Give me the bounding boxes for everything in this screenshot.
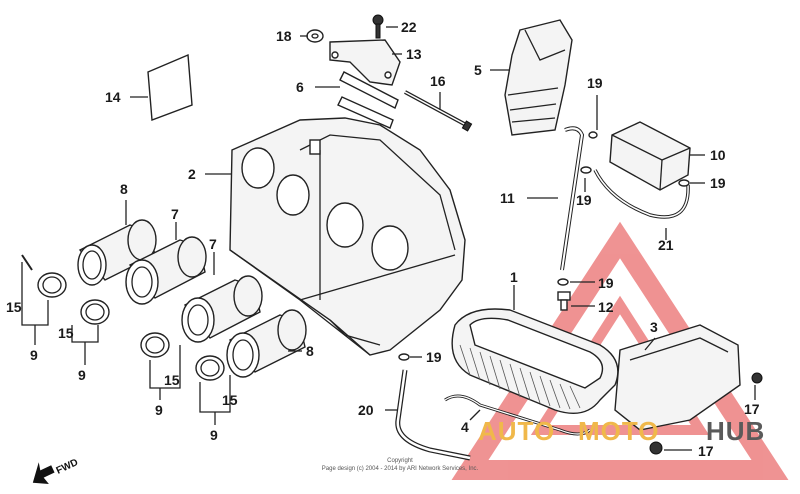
air-filter-element [451,308,619,414]
callout-7-upper: 7 [171,206,179,222]
bracket [329,39,401,86]
callout-19-mid: 19 [576,192,592,208]
resonator [609,121,691,191]
watermark-part-3: HUB [706,416,765,446]
callout-1: 1 [510,269,518,285]
watermark-text: AUTO MOTO HUB [478,416,765,446]
callout-15-c: 15 [164,372,180,388]
callout-9-b: 9 [78,367,86,383]
callout-21: 21 [658,237,674,253]
connecting-tube-8-upper [77,219,157,286]
callout-9-d: 9 [210,427,218,443]
callout-9-a: 9 [30,347,38,363]
callout-numbers: 22 18 13 5 14 6 16 19 2 10 19 8 11 19 7 … [6,19,760,459]
hose-21 [593,169,690,219]
clamp-9-b [80,299,110,325]
callout-2: 2 [188,166,196,182]
callout-4: 4 [461,419,469,435]
clamp-9-c [140,332,170,358]
clamp-9-a [21,254,67,298]
callout-15-b: 15 [58,325,74,341]
callout-20: 20 [358,402,374,418]
callout-15-a: 15 [6,299,22,315]
clip-19-e [398,353,410,361]
grommet-18 [306,29,324,43]
callout-17-right: 17 [744,401,760,417]
watermark-part-1: AUTO [478,416,555,446]
tube-6 [337,71,399,129]
callout-8-lower: 8 [306,343,314,359]
callout-6: 6 [296,79,304,95]
clip-19-b [580,166,592,174]
side-cover [614,324,741,431]
label-14 [147,53,193,121]
callout-5: 5 [474,62,482,78]
copyright-line-2: Page design (c) 2004 - 2014 by ARI Netwo… [322,466,479,472]
breather-tube [560,126,585,271]
forward-arrow-icon [32,462,55,485]
callout-7-lower: 7 [209,236,217,252]
copyright-line-1: Copyright [387,458,413,464]
callout-15-d: 15 [222,392,238,408]
clip-19-d [557,278,569,286]
clip-19-a [588,131,598,139]
callout-19-bottom: 19 [426,349,442,365]
callout-19-right: 19 [710,175,726,191]
connecting-tube-8-lower [226,309,307,378]
bolt-17-a [751,372,763,384]
watermark-part-2: MOTO [578,416,660,446]
callout-19-element: 19 [598,275,614,291]
callout-11: 11 [500,190,515,206]
drain-tube [395,369,471,461]
bolt-17-b [649,441,663,455]
callout-14: 14 [105,89,121,105]
callout-22: 22 [401,19,417,35]
forward-label: FWD [55,457,80,477]
callout-17-bottom: 17 [698,443,714,459]
callout-3: 3 [650,319,658,335]
intake-duct [504,19,573,136]
callout-16: 16 [430,73,446,89]
callout-19-top: 19 [587,75,603,91]
callout-13: 13 [406,46,422,62]
bolt-12 [557,291,571,311]
callout-10: 10 [710,147,726,163]
connecting-tube-7-lower [181,275,263,343]
clip-19-c [678,179,690,187]
connecting-tube-7-upper [125,236,207,305]
callout-12: 12 [598,299,614,315]
callout-9-c: 9 [155,402,163,418]
callout-18: 18 [276,28,292,44]
clamp-9-d [195,355,225,381]
bolt-22 [372,14,384,39]
band-4 [444,394,591,436]
leader-lines [21,26,756,451]
callout-8-upper: 8 [120,181,128,197]
rod-16 [404,90,473,132]
air-cleaner-case [229,117,466,356]
